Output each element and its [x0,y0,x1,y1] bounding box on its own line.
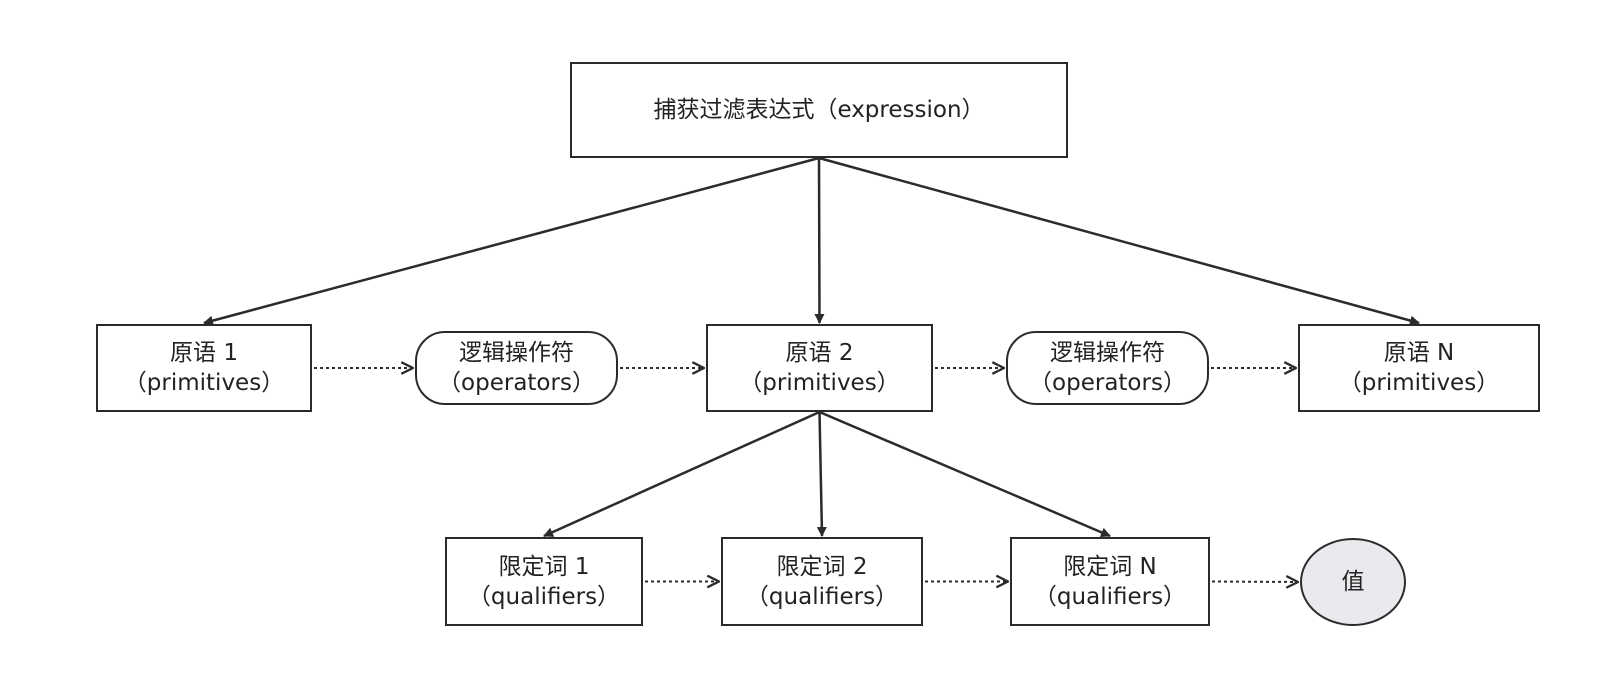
edge-expression-to-primitive2 [814,157,825,324]
qualifier-1-label: 限定词 1 [498,553,590,580]
value-node: 值 [1300,538,1406,626]
edge-primitive2-to-qualifier2 [816,411,827,537]
primitive-n-sublabel: （primitives） [1338,370,1500,396]
primitive-2-label: 原语 2 [785,340,854,366]
expression-node: 捕获过滤表达式（expression） [570,62,1068,158]
qualifier-2-label: 限定词 2 [776,553,868,580]
primitive-1-node: 原语 1 （primitives） [96,324,312,412]
qualifier-n-node: 限定词 N （qualifiers） [1010,537,1210,626]
primitive-1-label: 原语 1 [170,340,238,366]
primitive-2-sublabel: （primitives） [739,370,900,396]
operator-2-label: 逻辑操作符 [1050,340,1165,366]
primitive-n-label: 原语 N [1383,340,1455,366]
edge-expression-to-primitiveN [818,156,1420,326]
operator-2-sublabel: （operators） [1029,370,1186,396]
primitive-n-node: 原语 N （primitives） [1298,324,1540,412]
qualifier-n-label: 限定词 N [1063,553,1157,580]
operator-1-node: 逻辑操作符 （operators） [415,331,618,405]
qualifier-2-node: 限定词 2 （qualifiers） [721,537,923,626]
edge-qualifierN-to-value [1211,582,1298,583]
edge-primitive2-to-qualifier1 [543,410,821,538]
edge-expression-to-primitive1 [203,156,820,326]
operator-2-node: 逻辑操作符 （operators） [1006,331,1209,405]
qualifier-1-node: 限定词 1 （qualifiers） [445,537,643,626]
qualifier-1-sublabel: （qualifiers） [467,583,621,610]
operator-1-sublabel: （operators） [438,370,595,396]
value-label: 值 [1341,569,1365,595]
qualifier-n-sublabel: （qualifiers） [1033,583,1187,610]
primitive-2-node: 原语 2 （primitives） [706,324,933,412]
primitive-1-sublabel: （primitives） [123,370,285,396]
expression-label: 捕获过滤表达式（expression） [653,97,985,123]
operator-1-label: 逻辑操作符 [459,340,574,366]
qualifier-2-sublabel: （qualifiers） [745,583,899,610]
edge-primitive2-to-qualifierN [819,410,1111,538]
